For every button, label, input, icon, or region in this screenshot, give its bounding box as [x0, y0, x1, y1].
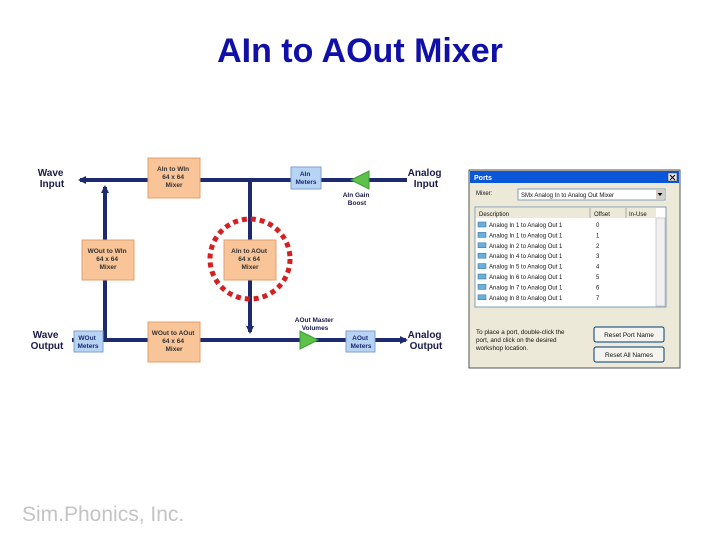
- hint-line-1: To place a port, double-click the: [476, 329, 565, 336]
- analog-input-label-1: Analog: [408, 168, 442, 179]
- svg-text:AIn Gain Boost: AIn Gain Boost: [343, 192, 372, 207]
- port-description: Analog In 7 to Analog Out 1: [489, 285, 563, 291]
- port-icon: [477, 232, 487, 238]
- mixer-wout-to-win: WOut to WIn 64 x 64 Mixer: [81, 239, 135, 281]
- aout-master-volumes-label-1: AOut Master: [295, 317, 334, 324]
- port-icon: [477, 284, 487, 290]
- port-list-row[interactable]: Analog In 6 to Analog Out 1 5: [477, 273, 600, 281]
- port-offset: 6: [596, 285, 600, 291]
- aout-volume-amp-icon: [299, 330, 320, 350]
- port-offset: 3: [596, 254, 600, 260]
- svg-text:WOut to WIn 64 x 64: WOut to WIn 64 x 64 Mixer: [88, 248, 129, 271]
- port-description: Analog In 8 to Analog Out 1: [489, 296, 563, 302]
- port-offset: 5: [596, 275, 600, 281]
- dialog-title-bar[interactable]: [470, 171, 679, 183]
- svg-text:To place a port, double-click: To place a port, double-click the port, …: [475, 329, 566, 352]
- ain-gain-boost-label-1: AIn Gain: [343, 192, 370, 199]
- chevron-down-icon: [657, 193, 663, 196]
- mixer-wout-to-aout: WOut to AOut 64 x 64 Mixer: [147, 321, 201, 363]
- svg-text:AOut Meters: AOut Meters: [351, 335, 372, 350]
- mixer-select-value: SMx Analog In to Analog Out Mixer: [521, 193, 614, 199]
- io-labels: Wave Input Analog Input Wave Output Anal…: [31, 168, 445, 352]
- svg-text:Analog Output: Analog Output: [408, 330, 445, 352]
- meter-ain: AIn Meters: [290, 166, 322, 190]
- port-icon: [477, 252, 487, 259]
- mixer-select-label: Mixer:: [476, 191, 493, 197]
- svg-text:Wave Input: Wave Input: [38, 168, 67, 190]
- port-list-row[interactable]: Analog In 4 to Analog Out 1 3: [477, 252, 600, 260]
- port-description: Analog In 5 to Analog Out 1: [489, 265, 563, 271]
- meter-wout: WOut Meters: [73, 330, 104, 353]
- wave-output-label-1: Wave: [33, 330, 59, 341]
- port-list-row[interactable]: Analog In 8 to Analog Out 1 7: [477, 294, 600, 302]
- meter-aout: AOut Meters: [345, 330, 376, 353]
- port-description: Analog In 2 to Analog Out 1: [489, 244, 563, 250]
- analog-output-label-2: Output: [410, 341, 443, 352]
- svg-text:WOut Meters: WOut Meters: [78, 335, 99, 350]
- dialog-title: Ports: [474, 175, 492, 182]
- svg-text:Analog Input: Analog Input: [408, 168, 445, 190]
- hint-line-2: port, and click on the desired: [476, 337, 557, 344]
- port-list-row[interactable]: Analog In 5 to Analog Out 1 4: [477, 263, 600, 271]
- ports-list: Description Offset In-Use Analog In 1 to…: [474, 206, 667, 308]
- port-description: Analog In 1 to Analog Out 1: [489, 233, 563, 239]
- port-description: Analog In 6 to Analog Out 1: [489, 275, 563, 281]
- highlight-circle: [207, 216, 293, 302]
- reset-port-name-button[interactable]: Reset Port Name: [593, 326, 665, 343]
- ain-gain-boost-label-2: Boost: [348, 200, 367, 207]
- mixer-ain-to-aout: AIn to AOut 64 x 64 Mixer: [223, 239, 277, 281]
- analog-input-label-2: Input: [414, 179, 439, 190]
- column-header-offset[interactable]: Offset: [594, 212, 610, 218]
- port-icon: [477, 221, 487, 228]
- port-list-row[interactable]: Analog In 1 to Analog Out 1 1: [477, 232, 600, 239]
- svg-text:AIn to WIn 64 x 64: AIn to WIn 64 x 64 Mixer: [157, 166, 191, 189]
- port-offset: 4: [596, 265, 600, 271]
- reset-port-name-label: Reset Port Name: [604, 332, 654, 339]
- svg-text:Wave Output: Wave Output: [31, 330, 64, 352]
- svg-text:AIn Meters: AIn Meters: [296, 171, 317, 186]
- ports-dialog: Ports Mixer: SMx Analog In to Analog Out…: [468, 169, 681, 369]
- port-offset: 0: [596, 223, 600, 229]
- reset-all-names-button[interactable]: Reset All Names: [593, 346, 665, 363]
- port-description: Analog In 1 to Analog Out 1: [489, 223, 563, 229]
- port-icon: [477, 242, 487, 249]
- aout-master-volumes-label-2: Volumes: [302, 325, 329, 332]
- svg-text:WOut to AOut 64 x 64: WOut to AOut 64 x 64 Mixer: [152, 330, 197, 353]
- column-header-in-use[interactable]: In-Use: [629, 212, 647, 218]
- list-vertical-scrollbar[interactable]: [655, 217, 666, 307]
- port-list-row[interactable]: Analog In 1 to Analog Out 1 0: [477, 221, 600, 229]
- svg-text:AOut Master Volumes: AOut Master Volumes: [295, 317, 335, 332]
- slide-title: AIn to AOut Mixer: [217, 32, 503, 70]
- port-list-row[interactable]: Analog In 2 to Analog Out 1 2: [477, 242, 600, 250]
- port-offset: 2: [596, 244, 600, 250]
- footer-company: Sim.Phonics, Inc.: [22, 503, 185, 526]
- wave-output-label-2: Output: [31, 341, 64, 352]
- port-icon: [477, 263, 487, 269]
- mixer-select[interactable]: SMx Analog In to Analog Out Mixer: [517, 188, 666, 201]
- column-header-description[interactable]: Description: [479, 212, 509, 218]
- port-icon: [477, 273, 487, 280]
- svg-text:AIn to AOut 64 x 64: AIn to AOut 64 x 64 Mixer: [231, 248, 269, 271]
- hint-line-3: workshop location.: [475, 345, 528, 352]
- port-description: Analog In 4 to Analog Out 1: [489, 254, 563, 260]
- port-icon: [477, 294, 487, 301]
- wave-input-label-2: Input: [40, 179, 65, 190]
- close-icon[interactable]: [667, 172, 678, 182]
- port-offset: 1: [596, 233, 600, 239]
- analog-output-label-1: Analog: [408, 330, 442, 341]
- port-list-row[interactable]: Analog In 7 to Analog Out 1 6: [477, 284, 600, 291]
- wave-input-label-1: Wave: [38, 168, 64, 179]
- ain-gain-amp-icon: [349, 170, 370, 190]
- mixer-ain-to-win: AIn to WIn 64 x 64 Mixer: [147, 157, 201, 199]
- port-offset: 7: [596, 296, 600, 302]
- reset-all-names-label: Reset All Names: [605, 352, 654, 359]
